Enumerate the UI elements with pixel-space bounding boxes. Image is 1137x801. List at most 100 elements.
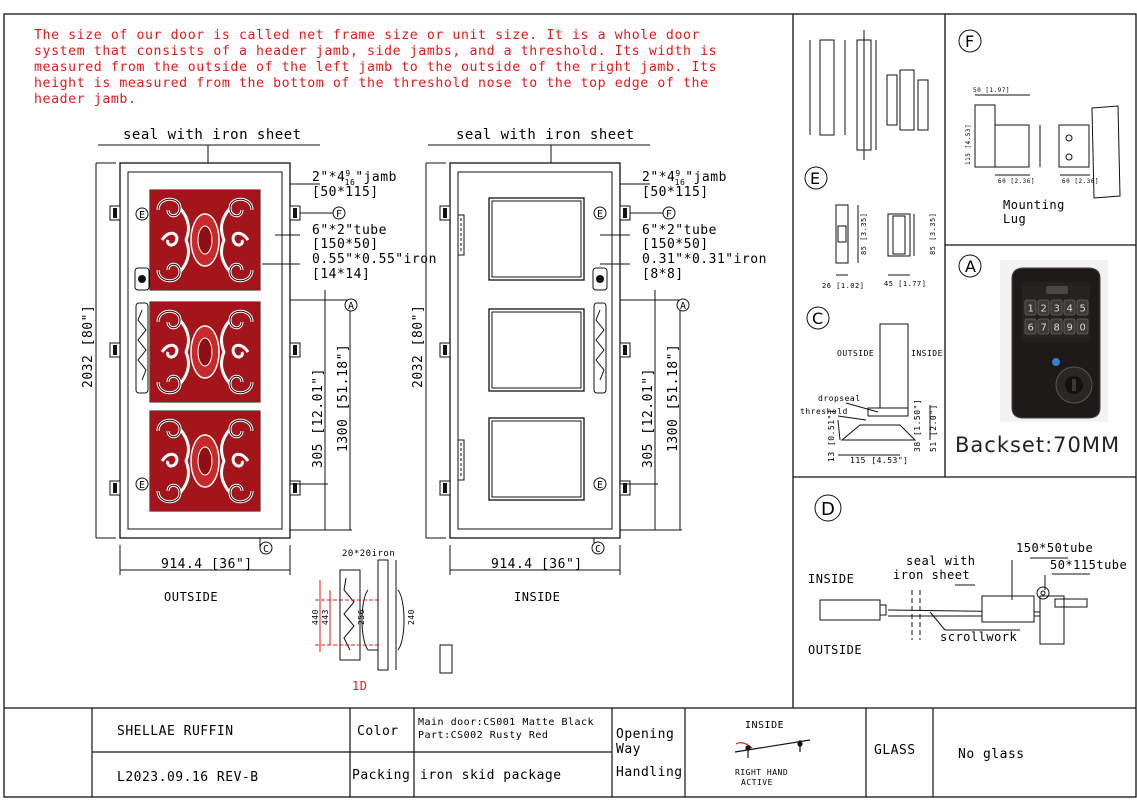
color-line-1: Main door:CS001 Matte Black (418, 717, 594, 728)
panel-f-dim-d: 60 [2.36] (1062, 178, 1099, 185)
glass-label: GLASS (874, 743, 916, 758)
inside-caption: INSIDE (514, 590, 560, 604)
panel-c-dim-width: 115 [4.53"] (850, 456, 908, 465)
outside-marker-c: C (263, 544, 270, 555)
handle-detail (315, 559, 453, 674)
inside-iron-mm: [8*8] (642, 267, 684, 282)
panel-d-inside: INSIDE (808, 572, 854, 586)
panel-f: F 50 [1.97] 115 [4.53] 60 [2.36] 60 [2.3… (958, 29, 1121, 226)
panel-c-threshold: threshold (800, 407, 848, 416)
outside-tube-mm: [150*50] (312, 237, 379, 252)
panel-d-scroll: scrollwork (940, 630, 1018, 644)
handle-dim-d: 240 (407, 609, 416, 625)
lock-backset-caption: Backset:70MM (955, 433, 1121, 457)
revision-code: L2023.09.16 REV-B (117, 770, 259, 785)
title-block (91, 708, 934, 797)
swing-inside: INSIDE (745, 720, 784, 731)
outside-panel-top (148, 188, 262, 292)
panel-e-marker: E (810, 169, 820, 188)
keypad-key (1050, 299, 1063, 316)
inside-marker-a: A (680, 301, 687, 312)
inside-seal-label: seal with iron sheet (456, 127, 635, 143)
keypad-key (1037, 299, 1050, 316)
panel-c-inside: INSIDE (911, 349, 943, 358)
inside-panel-bottom (488, 417, 585, 501)
opening-label-3: Handling (616, 765, 683, 780)
inside-dim-1300: 1300 [51.18"] (666, 344, 681, 452)
panel-f-dim-b: 115 [4.53] (965, 124, 972, 165)
panel-c-dropseal: dropseal (818, 394, 861, 403)
keypad-key (1037, 318, 1050, 335)
panel-e-dim-d: 85 [3.35] (929, 213, 937, 255)
customer-name: SHELLAE RUFFIN (117, 724, 234, 739)
panel-f-caption-1: Mounting (1003, 198, 1065, 212)
inside-hinge-strip-top (457, 214, 465, 256)
panel-d-seal-1: seal with (906, 554, 976, 568)
keypad-key (1050, 318, 1063, 335)
panel-d: D INSIDE OUTSIDE seal with iron she (808, 494, 1127, 657)
panel-e-dim-a: 26 [1.02] (822, 282, 864, 290)
inside-dim-305: 305 [12.01"] (641, 368, 656, 468)
outside-marker-a: A (348, 301, 355, 312)
keypad-key-label: 2 (1041, 304, 1047, 315)
panel-f-dim-c: 60 [2.36] (998, 178, 1035, 185)
inside-panel-top (488, 197, 585, 281)
inside-marker-c: C (595, 544, 602, 555)
panel-d-seal-2: iron sheet (893, 568, 970, 582)
keypad-key (1024, 299, 1037, 316)
panel-c-dim-13: 13 [0.51"] (827, 409, 836, 462)
outside-handle-icon (135, 302, 149, 394)
opening-label-1: Opening (616, 727, 674, 742)
outside-panel-middle (148, 300, 262, 404)
panel-d-tube-b: 50*115tube (1050, 558, 1127, 572)
panel-e-dim-c: 45 [1.77] (884, 280, 926, 288)
panel-d-marker: D (821, 499, 835, 520)
keypad-key-label: 0 (1080, 323, 1086, 334)
panel-f-dim-a: 50 [1.97] (973, 87, 1010, 94)
outside-panel-bottom (148, 409, 262, 513)
keypad-key-label: 4 (1067, 304, 1073, 315)
panel-c-dim-51: 51 [2.0"] (929, 404, 938, 452)
svg-text:E: E (139, 480, 146, 491)
packing-label: Packing (352, 768, 410, 783)
keypad-key (1063, 299, 1076, 316)
inside-marker-f: F (666, 209, 673, 220)
outside-dim-1300: 1300 [51.18"] (336, 344, 351, 452)
outside-marker-f: F (336, 209, 343, 220)
keypad-key-label: 1 (1028, 304, 1034, 315)
handle-iron-label: 20*20iron (342, 549, 395, 559)
inside-view: seal with iron sheet E E (411, 127, 767, 604)
panel-c-outside: OUTSIDE (837, 349, 874, 358)
svg-text:E: E (597, 480, 604, 491)
outside-caption: OUTSIDE (164, 590, 218, 604)
keypad-key-label: 7 (1041, 323, 1047, 334)
panel-e: E 26 [1.02] 85 [3.35] 45 [1.77] 85 [3.35… (804, 166, 937, 290)
inside-panel-middle (488, 308, 585, 392)
handle-dim-c: 256 (357, 609, 366, 625)
packing-value: iron skid package (420, 768, 562, 783)
outside-tube-label: 6"*2"tube (312, 223, 387, 238)
handle-dim-a: 440 (311, 609, 320, 625)
inside-iron-label: 0.31"*0.31"iron (642, 252, 767, 267)
svg-text:E: E (139, 210, 146, 221)
hinge-icon (109, 205, 121, 221)
outside-iron-label: 0.55"*0.55"iron (312, 252, 437, 267)
opening-label-2: Way (616, 742, 641, 757)
handle-tag: 1D (352, 679, 367, 693)
inside-tube-mm: [150*50] (642, 237, 709, 252)
panel-e-dim-b: 85 [3.35] (860, 213, 868, 255)
inside-handle-icon (593, 302, 607, 394)
panel-f-marker: F (965, 32, 974, 51)
svg-text:E: E (597, 209, 604, 220)
panel-c: C OUTSIDE INSIDE dropseal threshold 115 … (800, 306, 943, 465)
swing-line-1: RIGHT HAND (735, 768, 788, 777)
keypad-key-label: 5 (1080, 304, 1086, 315)
outside-seal-label: seal with iron sheet (123, 127, 302, 143)
sheet-frame (3, 13, 1137, 798)
panel-f-caption-2: Lug (1003, 212, 1026, 226)
panel-d-outside: OUTSIDE (808, 643, 862, 657)
keypad-key-label: 9 (1067, 323, 1073, 334)
